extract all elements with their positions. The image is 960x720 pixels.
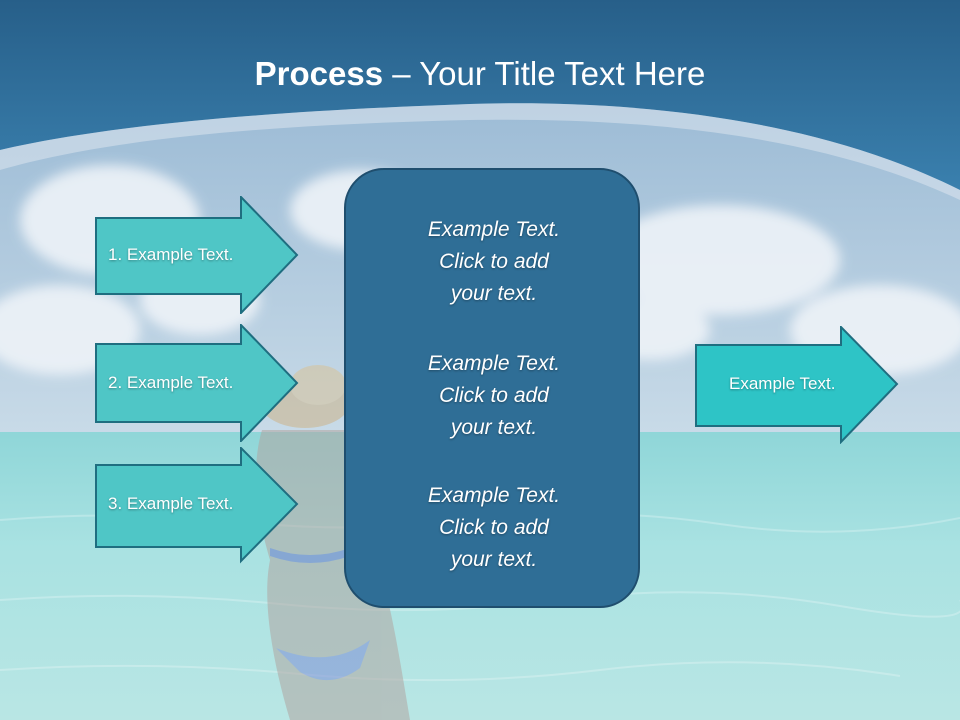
center-paragraph-3: Example Text. Click to add your text. [346,480,642,576]
center-text-box[interactable]: Example Text. Click to add your text. Ex… [344,168,640,608]
process-arrow-2-label: 2. Example Text. [108,373,234,392]
center-paragraph-3-line-1: Example Text. [427,484,561,507]
center-paragraph-1-line-1: Example Text. [427,218,561,241]
process-arrow-2[interactable] [95,324,299,442]
process-arrow-1[interactable] [95,196,299,314]
process-arrow-1-label: 1. Example Text. [108,245,234,264]
center-paragraph-1: Example Text. Click to add your text. [346,214,642,310]
center-paragraph-1-line-2: Click to add [439,250,549,273]
title-bold: Process [254,55,384,92]
process-arrow-3[interactable] [95,447,299,565]
slide-title: Process – Your Title Text Here [0,52,960,96]
center-paragraph-2: Example Text. Click to add your text. [346,348,642,444]
center-paragraph-2-line-1: Example Text. [427,352,561,375]
center-paragraph-1-line-3: your text. [450,282,538,305]
center-paragraph-2-line-2: Click to add [439,384,549,407]
center-paragraph-3-line-3: your text. [450,548,538,571]
result-arrow[interactable] [695,326,899,444]
center-paragraph-3-line-2: Click to add [439,516,549,539]
title-rest: – Your Title Text Here [383,55,706,92]
center-paragraph-2-line-3: your text. [450,416,538,439]
result-arrow-label: Example Text. [729,374,836,393]
process-arrow-3-label: 3. Example Text. [108,494,234,513]
